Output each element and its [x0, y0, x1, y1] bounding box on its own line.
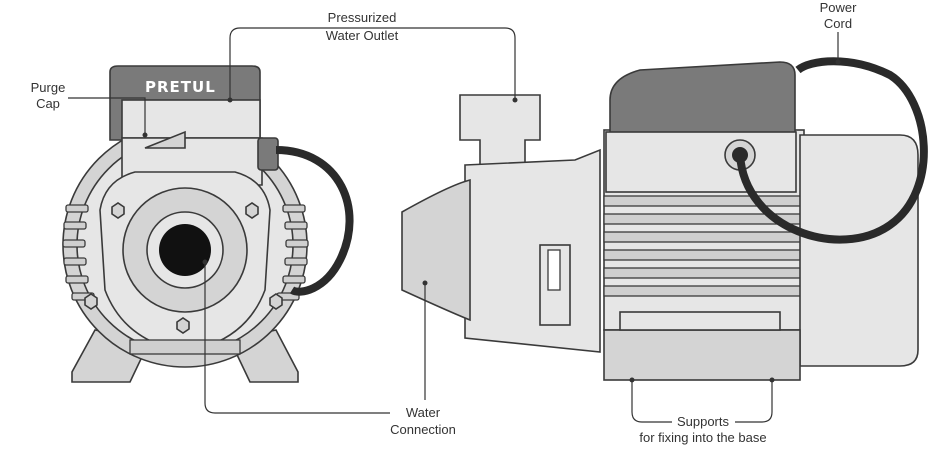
side-terminal-box — [609, 61, 796, 136]
front-cord-gland — [257, 137, 279, 171]
cord-label-line2: Cord — [824, 16, 852, 31]
purge-cap — [144, 130, 186, 149]
outlet-label-line2: Water Outlet — [326, 28, 399, 43]
side-support-top — [619, 311, 781, 331]
supports-label-line2: for fixing into the base — [639, 430, 766, 445]
side-power-cord — [736, 57, 928, 244]
volute-bolts — [84, 202, 283, 334]
brand-logo: PRETUL — [145, 78, 216, 96]
front-base-strip — [129, 339, 241, 355]
pump-front-view: PRETUL — [62, 65, 354, 383]
side-box-lower — [605, 131, 797, 193]
outlet-leader — [229, 27, 516, 100]
side-fan-cover — [799, 134, 919, 367]
water-inlet-hole — [159, 224, 211, 276]
supports-leader-left — [631, 380, 672, 423]
purge-label-line2: Cap — [36, 96, 60, 111]
callout-labels: Pressurized Water Outlet Purge Cap Power… — [31, 0, 857, 445]
leader-lines — [68, 27, 841, 423]
pump-side-view — [401, 57, 928, 381]
connection-leader-left — [204, 262, 390, 414]
side-housing-window — [547, 249, 561, 291]
purge-leader — [68, 97, 146, 135]
motor-fins — [62, 204, 309, 301]
front-power-cord — [275, 146, 354, 296]
front-box-lower — [121, 99, 261, 139]
supports-leader-right — [735, 380, 773, 423]
connection-label-line2: Connection — [390, 422, 456, 437]
side-pump-housing — [464, 148, 601, 353]
purge-label-line1: Purge — [31, 80, 66, 95]
cord-label-line1: Power — [820, 0, 858, 15]
supports-label-line1: Supports — [677, 414, 730, 429]
side-water-inlet — [401, 178, 471, 322]
side-supports — [603, 329, 801, 381]
outlet-label-line1: Pressurized — [328, 10, 397, 25]
connection-label-line1: Water — [406, 405, 441, 420]
